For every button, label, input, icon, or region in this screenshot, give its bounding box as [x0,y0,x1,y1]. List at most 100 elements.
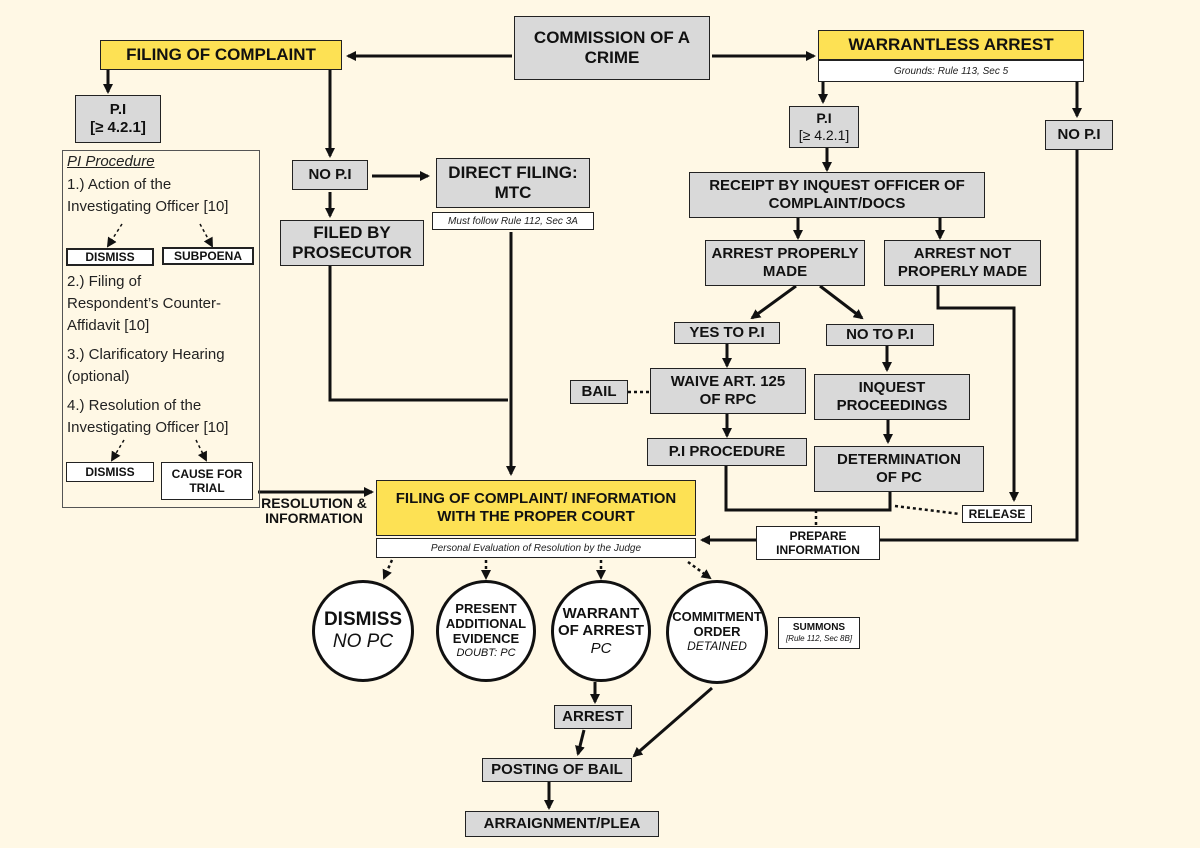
filing-with-court-box: FILING OF COMPLAINT/ INFORMATION WITH TH… [376,480,696,536]
dismiss-outcome-sub: NO PC [332,631,394,652]
grounds-label: Grounds: Rule 113, Sec 5 [893,65,1009,77]
cause-line1: CAUSE FOR [171,466,243,481]
warrant-of-arrest-circle: WARRANT OF ARREST PC [551,580,651,682]
dismiss-outcome-label: DISMISS [323,609,403,631]
waive-line1: WAIVE ART. 125 [670,373,786,390]
direct-filing-line2: MTC [494,183,532,202]
dotted-resolution-to-cause [195,439,207,462]
warrant-sub: PC [590,639,612,657]
arrest-not-properly-made-box: ARREST NOT PROPERLY MADE [884,240,1041,286]
present-line3: EVIDENCE [452,631,520,647]
resolution-line1: RESOLUTION & [261,495,367,511]
not-proper-line1: ARREST NOT [913,245,1012,262]
filed-by-prosecutor-box: FILED BY PROSECUTOR [280,220,424,266]
determination-line2: OF PC [876,469,922,486]
cause-for-trial-box: CAUSE FOR TRIAL [161,462,253,500]
arrow-proper-to-yes [750,284,797,320]
inquest-line2: PROCEEDINGS [836,397,948,414]
present-line2: ADDITIONAL [445,616,527,632]
not-proper-line2: PROPERLY MADE [897,263,1028,280]
pi-dismiss-label-1: DISMISS [85,249,135,264]
pi-step-2b: Respondent’s Counter- [67,295,221,312]
dismiss-circle: DISMISS NO PC [312,580,414,682]
left-no-pi-box: NO P.I [292,160,368,190]
right-no-pi-box: NO P.I [1045,120,1113,150]
court-line2: WITH THE PROPER COURT [437,508,635,525]
crime-line1: COMMISSION OF A [533,27,691,47]
posting-bail-label: POSTING OF BAIL [491,761,623,778]
dotted-to-release [894,504,961,516]
pi-procedure-title: PI Procedure [67,153,155,170]
prepare-information-box: PREPARE INFORMATION [756,526,880,560]
bail-label: BAIL [581,383,617,400]
inquest-line1: INQUEST [858,379,926,396]
receipt-line1: RECEIPT BY INQUEST OFFICER OF [709,177,965,194]
resolution-line2: INFORMATION [265,510,363,527]
filing-of-complaint-box: FILING OF COMPLAINT [100,40,342,70]
pi-step-4a: 4.) Resolution of the [67,397,202,414]
arrest-properly-made-box: ARREST PROPERLY MADE [705,240,865,286]
filed-by-line2: PROSECUTOR [292,243,412,262]
filed-by-line1: FILED BY [313,222,391,242]
waive-art-125-box: WAIVE ART. 125 OF RPC [650,368,806,414]
left-pi-line2: [≥ 4.2.1] [90,119,146,136]
yes-pi-label: YES TO P.I [689,324,765,341]
prepare-line1: PREPARE [789,528,847,543]
warrant-line1: WARRANT [562,605,640,623]
arrow-proper-to-no [819,284,864,320]
commit-line1: COMMITMENT [672,609,762,625]
arrow-nopi-to-prepare [880,150,1079,542]
dotted-resolution-to-dismiss [110,439,125,462]
proper-line2: MADE [762,263,808,280]
yes-to-pi-box: YES TO P.I [674,322,780,344]
pi-step-2c: Affidavit [10] [67,317,150,334]
left-no-pi-label: NO P.I [308,166,352,183]
right-pi-line1: P.I [816,110,832,127]
inquest-proceedings-box: INQUEST PROCEEDINGS [814,374,970,420]
determination-of-pc-box: DETERMINATION OF PC [814,446,984,492]
dotted-action-to-dismiss [106,223,123,248]
present-evidence-circle: PRESENT ADDITIONAL EVIDENCE DOUBT: PC [436,580,536,682]
summons-box: SUMMONS [Rule 112, Sec 8B] [778,617,860,649]
right-no-pi-label: NO P.I [1057,126,1101,143]
line-piproc-to-prepare [724,466,892,512]
pi-step-1a: 1.) Action of the [67,176,172,193]
posting-of-bail-box: POSTING OF BAIL [482,758,632,782]
dotted-court-to-dismiss [382,559,394,580]
left-pi-box: P.I [≥ 4.2.1] [75,95,161,143]
right-pi-line2: [≥ 4.2.1] [798,127,850,143]
direct-note-label: Must follow Rule 112, Sec 3A [448,215,578,227]
dotted-action-to-subpoena [199,223,213,248]
direct-filing-line1: DIRECT FILING: [448,162,578,182]
commit-sub: DETAINED [687,639,747,654]
judge-note-label: Personal Evaluation of Resolution by the… [430,542,642,554]
receipt-box: RECEIPT BY INQUEST OFFICER OF COMPLAINT/… [689,172,985,218]
filing-complaint-label: FILING OF COMPLAINT [126,44,316,64]
judge-evaluation-note: Personal Evaluation of Resolution by the… [376,538,696,558]
cause-line2: TRIAL [189,481,225,495]
resolution-information-label: RESOLUTION & INFORMATION [258,495,370,527]
commitment-order-circle: COMMITMENT ORDER DETAINED [666,580,768,684]
pi-step-3b: (optional) [67,368,130,385]
release-label: RELEASE [968,506,1026,521]
pi-step-2a: 2.) Filing of [67,273,142,290]
dotted-court-to-commitment [687,560,712,580]
summons-line2: [Rule 112, Sec 8B] [785,634,853,644]
arrow-arrest-to-bail [575,729,586,756]
direct-filing-box: DIRECT FILING: MTC [436,158,590,208]
pi-procedure-label: P.I PROCEDURE [668,443,786,460]
pi-step-1b: Investigating Officer [10] [67,198,229,215]
arraignment-label: ARRAIGNMENT/PLEA [483,815,641,832]
summons-line1: SUMMONS [792,622,846,634]
direct-filing-note: Must follow Rule 112, Sec 3A [432,212,594,230]
prepare-line2: INFORMATION [776,543,860,557]
present-line1: PRESENT [455,601,517,617]
pi-procedure-box: P.I PROCEDURE [647,438,807,466]
commit-line2: ORDER [693,624,741,640]
commission-of-crime-box: COMMISSION OF A CRIME [514,16,710,80]
arrow-notproper-to-release [936,286,1019,502]
arrow-commit-to-bail [632,686,713,758]
right-pi-box: P.I [≥ 4.2.1] [789,106,859,148]
present-sub: DOUBT: PC [456,647,516,660]
